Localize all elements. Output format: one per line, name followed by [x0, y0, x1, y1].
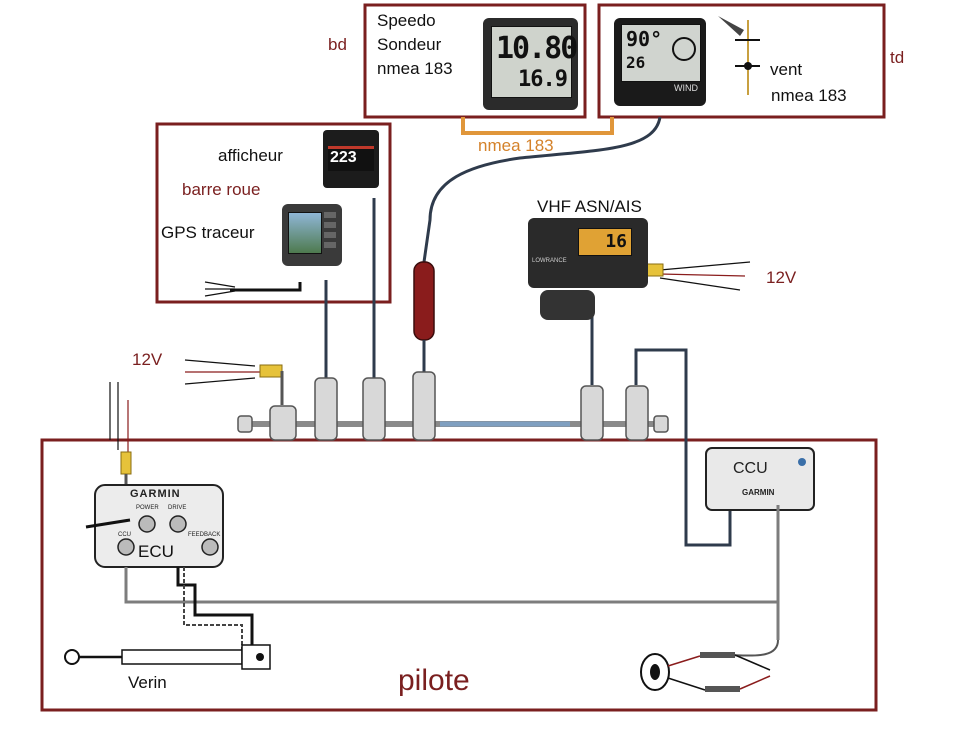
afficheur-display: 223: [323, 130, 379, 188]
label-nmea-speedo: nmea 183: [377, 59, 453, 78]
label-12v-right: 12V: [766, 268, 797, 287]
verin-body: [121, 649, 243, 665]
speedo-frame: [363, 3, 587, 119]
ecu-ccu-cable: [124, 567, 778, 604]
wind-cable: [422, 116, 662, 263]
label-gps-traceur: GPS traceur: [161, 223, 255, 242]
ecu-power-port-label: POWER: [136, 505, 159, 511]
vhf-channel: 16: [605, 231, 627, 252]
ecu-feedback-port-label: FEEDBACK: [188, 532, 221, 538]
wind-instrument: 90° 26 WIND: [614, 18, 706, 106]
ccu-garmin-logo: GARMIN: [742, 488, 775, 497]
depth-value: 16.9: [518, 67, 568, 92]
ecu-ccu-port-label: CCU: [118, 532, 131, 538]
vhf-radio: 16 LOWRANCE: [528, 218, 648, 320]
label-ecu: ECU: [138, 542, 174, 561]
wind-angle: 90°: [626, 27, 663, 51]
label-nmea-wind: nmea 183: [771, 86, 847, 105]
label-speedo: Speedo: [377, 11, 436, 30]
compass-rose-icon: [672, 37, 696, 61]
nav-frame: [155, 122, 392, 304]
speedo-instrument: 10.80 16.9: [483, 18, 578, 110]
wind-speed: 26: [626, 53, 646, 72]
pilote-frame: [40, 438, 878, 712]
wind-frame: [597, 3, 886, 119]
gps-plotter: [282, 204, 342, 266]
label-vent: vent: [770, 60, 803, 79]
ecu-garmin-logo: GARMIN: [130, 488, 181, 500]
label-afficheur: afficheur: [218, 146, 283, 165]
label-ccu: CCU: [733, 460, 768, 477]
label-vhf: VHF ASN/AIS: [537, 197, 642, 216]
speedo-value: 10.80: [496, 31, 578, 66]
vhf-brand: LOWRANCE: [532, 258, 567, 264]
label-bd: bd: [328, 35, 347, 54]
wind-mode: WIND: [674, 83, 698, 93]
label-td: td: [890, 48, 905, 67]
label-pilote: pilote: [398, 664, 470, 697]
vhf-handset-icon: [540, 290, 595, 320]
label-12v-left: 12V: [132, 350, 163, 369]
nmea-adapter: [413, 261, 435, 341]
label-verin: Verin: [128, 673, 167, 692]
label-barre-roue: barre roue: [182, 180, 261, 199]
heading-value: 223: [330, 149, 357, 166]
verin-rod-end: [64, 649, 80, 665]
nmea183-link: [461, 117, 614, 135]
ecu-drive-port-label: DRIVE: [168, 505, 187, 511]
ccu-box: [705, 447, 815, 511]
label-sondeur: Sondeur: [377, 35, 442, 54]
ccu-link-cable: [634, 348, 732, 547]
label-nmea-link: nmea 183: [478, 136, 554, 155]
